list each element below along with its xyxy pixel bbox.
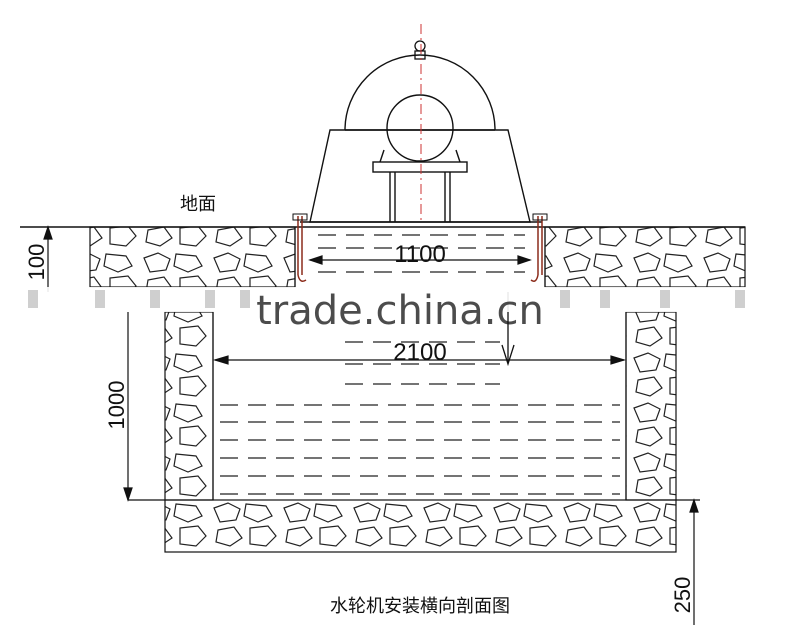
drawing-caption: 水轮机安装横向剖面图 (330, 596, 510, 617)
watermark-band (20, 287, 750, 312)
pit-base (164, 499, 677, 553)
anchor-bolts (297, 216, 543, 282)
pit-left-wall (164, 311, 214, 501)
dimension-base-thickness: 250 (670, 577, 695, 614)
dimension-1100 (308, 255, 532, 265)
upper-left-stonework (89, 226, 296, 288)
dimension-1000-line (123, 312, 165, 502)
water-lines (220, 234, 620, 495)
left-bolt-nut (292, 213, 308, 221)
pit-right-wall (625, 311, 677, 501)
upper-right-stonework (544, 226, 746, 288)
dimension-outer-width: 2100 (393, 339, 446, 366)
dimension-2100 (212, 355, 627, 365)
watermark-text: trade.china.cn (256, 288, 544, 334)
ground-label: 地面 (180, 194, 216, 215)
turbine-housing (300, 54, 542, 223)
dimension-100-line (43, 225, 53, 292)
watermark-stripes (28, 290, 745, 308)
right-bolt-nut (532, 213, 548, 221)
lifting-eye-icon (414, 40, 426, 60)
dimension-pit-depth: 1000 (104, 381, 129, 430)
dimension-250-line (676, 498, 700, 625)
dimension-top-depth: 100 (24, 244, 49, 281)
dimension-inner-width: 1100 (394, 241, 446, 268)
